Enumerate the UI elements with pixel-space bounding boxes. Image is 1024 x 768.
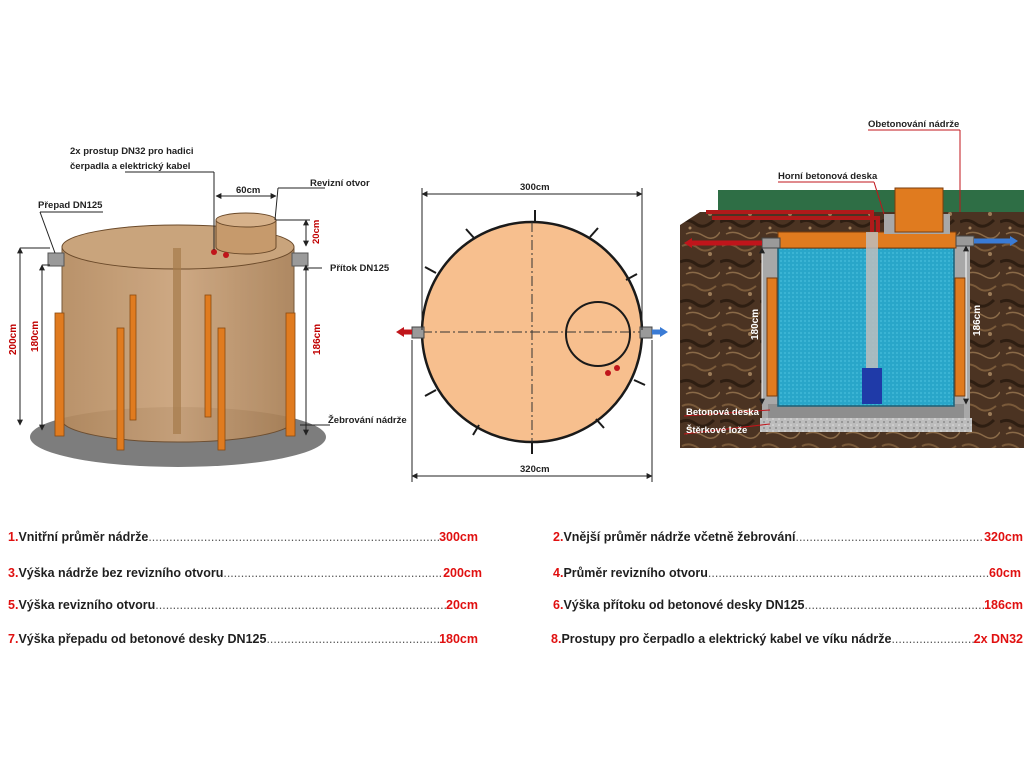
spec-dots: ........................................… (223, 566, 443, 580)
section-height-186-label: 186cm (972, 305, 983, 336)
encasement-label: Obetonování nádrže (868, 119, 959, 130)
spec-text: Výška nádrže bez revizního otvoru (18, 566, 224, 580)
spec-text: Výška přepadu od betonové desky DN125 (18, 632, 267, 646)
spec-dots: ........................................… (148, 530, 439, 544)
opening-height-label: 20cm (311, 220, 322, 244)
dn32-label-line2: čerpadla a elektrický kabel (70, 161, 190, 172)
tank-top-view: 300cm 320cm (396, 182, 668, 482)
concrete-slab (768, 404, 964, 418)
spec-value: 300cm (439, 530, 478, 544)
spec-text: Prostupy pro čerpadlo a elektrický kabel… (561, 632, 892, 646)
spec-num: 7. (8, 632, 19, 646)
spec-num: 3. (8, 566, 19, 580)
spec-dots: ........................................… (266, 632, 439, 646)
spec-item-8: 8. Prostupy pro čerpadlo a elektrický ka… (551, 632, 1023, 646)
spec-value: 60cm (989, 566, 1021, 580)
center-pipe (173, 248, 181, 434)
spec-value: 20cm (446, 598, 478, 612)
spec-item-3: 3. Výška nádrže bez revizního otvoru ...… (8, 566, 482, 580)
grass-strip (718, 190, 1024, 212)
spec-value: 180cm (439, 632, 478, 646)
spec-item-1: 1. Vnitřní průměr nádrže ...............… (8, 530, 478, 544)
spec-dots: ........................................… (155, 598, 446, 612)
concrete-slab-label: Betonová deska (686, 407, 760, 418)
inspection-opening (215, 219, 277, 255)
spec-text: Průměr revizního otvoru (563, 566, 708, 580)
gravel-bed-label: Štěrkové lože (686, 424, 747, 436)
spec-item-5: 5. Výška revizního otvoru ..............… (8, 598, 478, 612)
section-height-180-label: 180cm (750, 309, 761, 340)
spec-num: 6. (553, 598, 564, 612)
spec-dots: ........................................… (707, 566, 990, 580)
inspection-shaft (894, 187, 944, 233)
spec-num: 1. (8, 530, 19, 544)
spec-item-7: 7. Výška přepadu od betonové desky DN125… (8, 632, 478, 646)
spec-item-2: 2. Vnější průměr nádrže včetně žebrování… (553, 530, 1023, 544)
spec-value: 186cm (984, 598, 1023, 612)
overflow-label: Přepad DN125 (38, 200, 103, 211)
spec-item-4: 4. Průměr revizního otvoru .............… (553, 566, 1021, 580)
inflow-label: Přítok DN125 (330, 263, 390, 274)
spec-num: 2. (553, 530, 564, 544)
spec-dots: ........................................… (795, 530, 984, 544)
height-200-label: 200cm (8, 324, 19, 355)
spec-text: Vnější průměr nádrže včetně žebrování (563, 530, 796, 544)
spec-item-6: 6. Výška přítoku od betonové desky DN125… (553, 598, 1023, 612)
inspection-opening-label: Revizní otvor (310, 178, 370, 189)
outer-diameter-label: 320cm (520, 464, 550, 475)
dn32-hole (211, 249, 217, 255)
pump (862, 368, 882, 404)
opening-width-label: 60cm (236, 185, 260, 196)
spec-dots: ........................................… (804, 598, 985, 612)
height-180-label: 180cm (30, 321, 41, 352)
tank-section-view: Obetonování nádrže Horní betonová deska … (680, 119, 1024, 448)
tank-3d-view: 2x prostup DN32 pro hadici čerpadla a el… (8, 146, 407, 467)
height-186-label: 186cm (312, 324, 323, 355)
spec-text: Výška přítoku od betonové desky DN125 (563, 598, 805, 612)
dn32-hole (223, 252, 229, 258)
spec-dots: ........................................… (891, 632, 974, 646)
ribbing-label: Žebrování nádrže (328, 414, 407, 426)
spec-value: 2x DN32 (973, 632, 1023, 646)
overflow-pipe (47, 252, 65, 267)
rib-ticks (424, 210, 646, 454)
inflow-pipe (291, 252, 309, 267)
inspection-opening-top (565, 301, 631, 367)
spec-text: Výška revizního otvoru (18, 598, 156, 612)
spec-num: 8. (551, 632, 562, 646)
spec-num: 5. (8, 598, 19, 612)
ribs (54, 294, 296, 451)
dn32-label: 2x prostup DN32 pro hadici (70, 146, 194, 157)
gravel-bed (760, 418, 972, 432)
top-slab-label: Horní betonová deska (778, 171, 878, 182)
spec-num: 4. (553, 566, 564, 580)
spec-value: 320cm (984, 530, 1023, 544)
spec-value: 200cm (443, 566, 482, 580)
spec-text: Vnitřní průměr nádrže (18, 530, 149, 544)
inner-diameter-label: 300cm (520, 182, 550, 193)
